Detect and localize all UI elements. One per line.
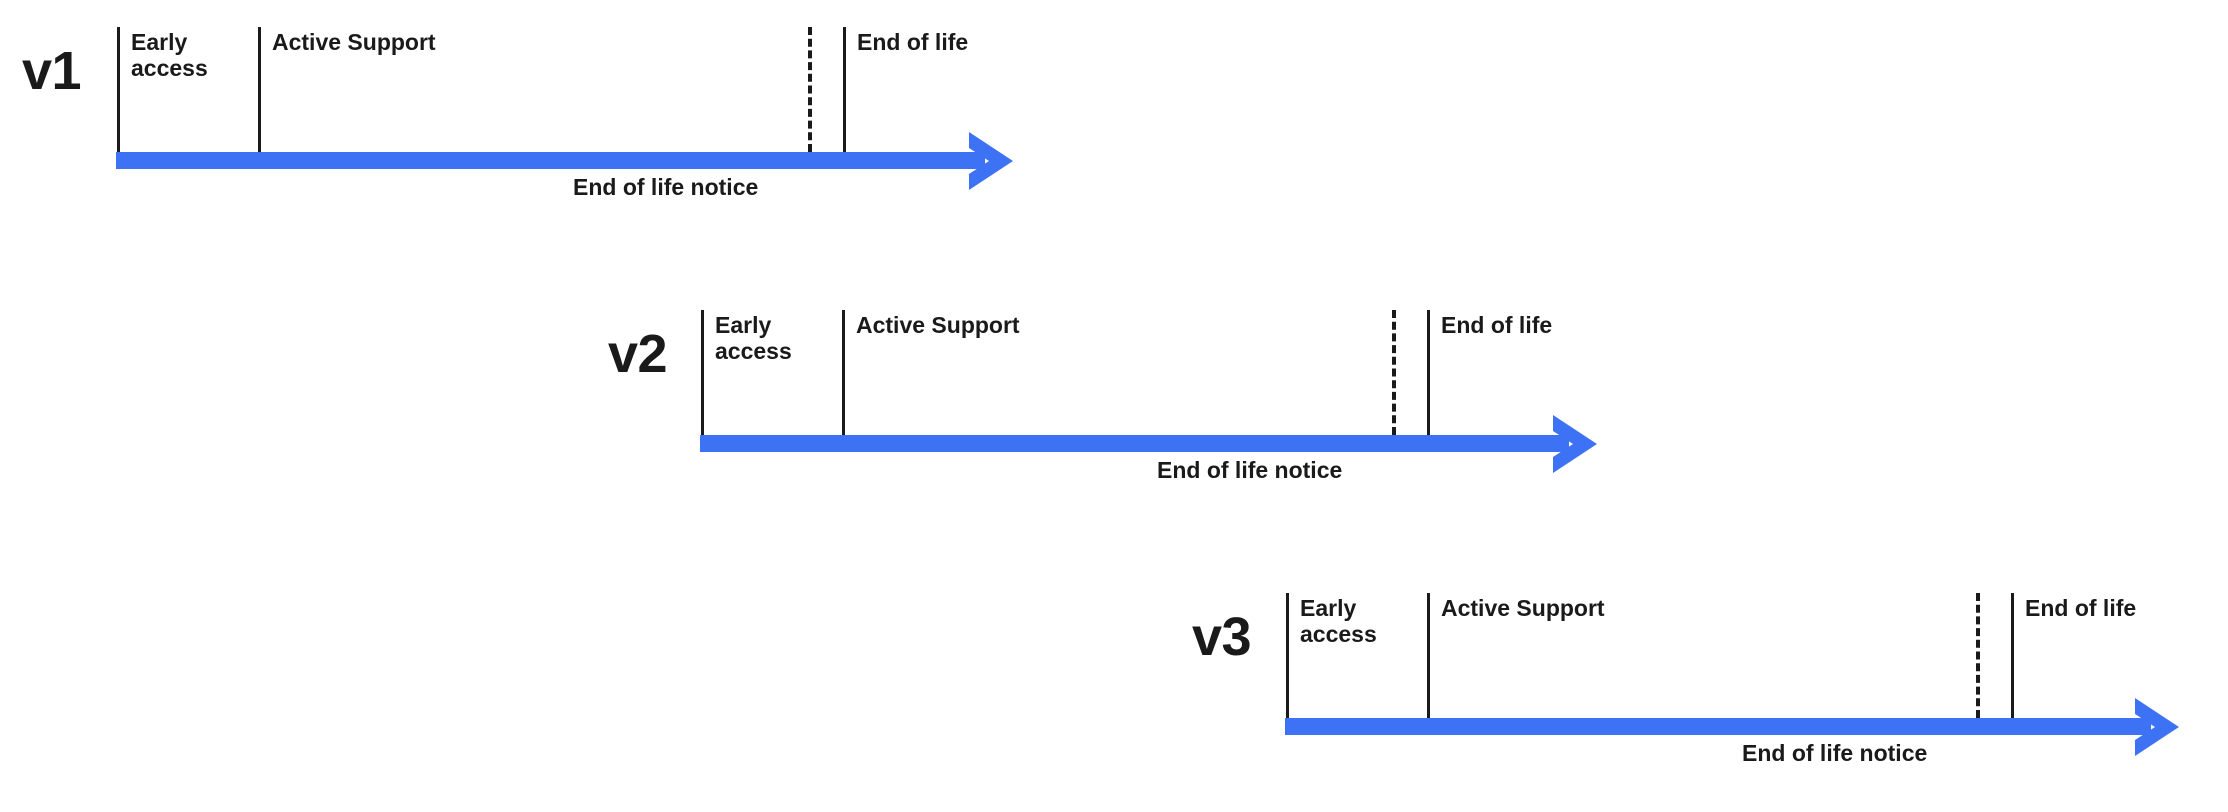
divider-end-of-life-start-v1 [843, 27, 846, 152]
timeline-arrow-head-v3 [2129, 696, 2181, 758]
divider-end-of-life-notice-v3 [1976, 593, 1980, 718]
divider-end-of-life-notice-v2 [1392, 310, 1396, 435]
divider-end-of-life-start-v3 [2011, 593, 2014, 718]
end-of-life-notice-label-v2: End of life notice [1157, 457, 1343, 483]
divider-active-support-start-v2 [842, 310, 845, 435]
version-label-v1: v1 [22, 41, 82, 101]
divider-early-access-start-v2 [701, 310, 704, 435]
timeline-arrow-head-v1 [963, 130, 1015, 192]
phase-label-early-access-v1: Early access [131, 29, 208, 81]
timeline-arrow-bar-v3 [1285, 718, 2151, 735]
timeline-arrow-bar-v2 [700, 435, 1569, 452]
divider-end-of-life-notice-v1 [808, 27, 812, 152]
timeline-arrow-bar-v1 [116, 152, 985, 169]
end-of-life-notice-label-v3: End of life notice [1742, 740, 1928, 766]
end-of-life-notice-label-v1: End of life notice [573, 174, 759, 200]
version-label-v2: v2 [608, 324, 668, 384]
phase-label-early-access-v2: Early access [715, 312, 792, 364]
phase-label-active-support-v2: Active Support [856, 312, 1020, 338]
divider-active-support-start-v1 [258, 27, 261, 152]
phase-label-early-access-v3: Early access [1300, 595, 1377, 647]
phase-label-active-support-v1: Active Support [272, 29, 436, 55]
divider-early-access-start-v3 [1286, 593, 1289, 718]
divider-early-access-start-v1 [117, 27, 120, 152]
phase-label-end-of-life-v1: End of life [857, 29, 969, 55]
phase-label-end-of-life-v2: End of life [1441, 312, 1553, 338]
version-label-v3: v3 [1192, 607, 1252, 667]
phase-label-active-support-v3: Active Support [1441, 595, 1605, 621]
phase-label-end-of-life-v3: End of life [2025, 595, 2137, 621]
divider-active-support-start-v3 [1427, 593, 1430, 718]
divider-end-of-life-start-v2 [1427, 310, 1430, 435]
timeline-arrow-head-v2 [1547, 413, 1599, 475]
